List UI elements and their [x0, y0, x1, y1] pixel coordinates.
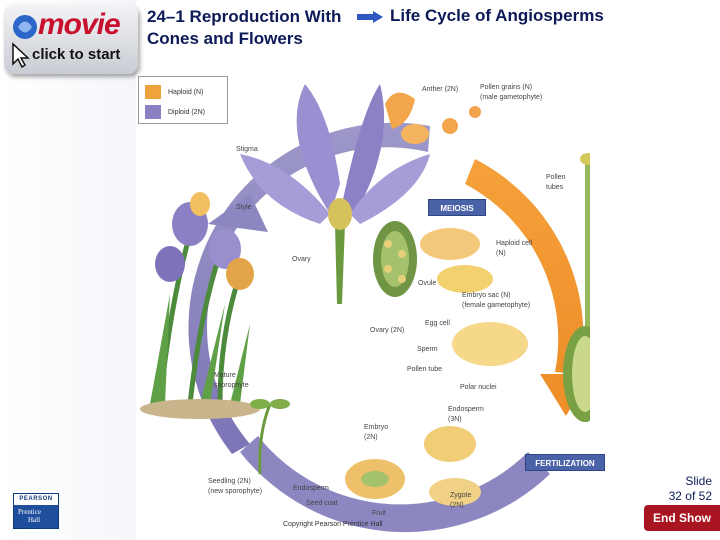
label-egg-cell: Egg cell — [425, 320, 450, 327]
pearson-logo-top: PEARSON — [14, 494, 58, 505]
pearson-logo-bottom: Prentice Hall — [14, 505, 58, 528]
embryo-illustration — [361, 471, 389, 487]
page-title: 24–1 Reproduction With Cones and Flowers — [147, 7, 342, 48]
label-ovary-2n: Ovary (2N) — [370, 327, 405, 334]
copyright-text: Copyright Pearson Prentice Hall — [283, 521, 383, 528]
label-zygote-1: Zygote — [450, 492, 472, 499]
movie-button[interactable]: movie click to start — [4, 4, 138, 74]
end-show-button[interactable]: End Show — [644, 505, 720, 531]
page-subtitle: Life Cycle of Angiosperms — [390, 6, 604, 25]
seedling-illustration — [250, 399, 290, 475]
diploid-bottom-arc — [240, 436, 550, 533]
legend-label: Haploid (N) — [168, 88, 204, 96]
label-pollen-tubes-1: Pollen — [546, 174, 566, 181]
pearson-logo-line2: Hall — [28, 516, 41, 524]
pearson-logo-line1: Prentice — [18, 508, 41, 516]
label-polar-nuclei: Polar nuclei — [460, 384, 497, 391]
slide-counter: Slide 32 of 52 — [650, 474, 712, 504]
arrow-right-icon — [357, 11, 383, 23]
label-stigma: Stigma — [236, 146, 258, 153]
label-embryo-sac-1: Embryo sac (N) — [462, 292, 511, 299]
label-embryo-2: (2N) — [364, 434, 378, 441]
embryo-sac-illustration — [437, 265, 493, 293]
life-cycle-illustration — [140, 84, 607, 533]
endosperm-illustration — [424, 426, 476, 462]
click-to-start-label: click to start — [32, 46, 121, 63]
cursor-arrow-icon — [12, 42, 30, 68]
label-pollen-grains-1: Pollen grains (N) — [480, 84, 533, 91]
mature-sporophyte-plant — [140, 192, 260, 419]
label-zygote-2: (2N) — [450, 502, 464, 509]
legend-item-haploid: Haploid (N) — [145, 85, 203, 99]
ovary-illustration — [373, 221, 417, 297]
diploid-arrowhead — [208, 194, 268, 232]
label-embryo-sac-2: (female gametophyte) — [462, 302, 531, 309]
label-endosperm: Endosperm — [293, 485, 329, 492]
meiosis-banner: MEIOSIS — [428, 199, 486, 216]
legend-item-diploid: Diploid (2N) — [145, 105, 205, 119]
swirl-icon — [13, 15, 37, 39]
fertilization-ovule — [452, 322, 528, 366]
slide-number: 32 of 52 — [668, 489, 712, 503]
legend: Haploid (N) Diploid (2N) — [138, 76, 228, 124]
label-endosperm-3n-1: Endosperm — [448, 406, 484, 413]
label-embryo-1: Embryo — [364, 424, 389, 431]
label-seedling-1: Seedling (2N) — [208, 478, 251, 485]
label-fruit: Fruit — [372, 510, 386, 517]
label-seedling-2: (new sporophyte) — [208, 488, 263, 495]
label-anther: Anther (2N) — [422, 86, 459, 93]
label-sperm: Sperm — [417, 346, 438, 353]
label-mature-1: Mature — [214, 372, 236, 379]
zygote-illustration — [429, 478, 481, 506]
movie-label: movie — [38, 8, 121, 41]
slide-label: Slide — [685, 474, 712, 488]
label-mature-2: sporophyte — [214, 382, 249, 389]
legend-label: Diploid (2N) — [168, 108, 205, 116]
pearson-logo: PEARSON Prentice Hall — [13, 493, 59, 529]
label-haploid-cell-1: Haploid cell — [496, 240, 533, 247]
legend-swatch — [145, 85, 161, 99]
anther-illustration — [385, 92, 481, 144]
label-haploid-cell-2: (N) — [496, 250, 506, 257]
ovule-illustration — [420, 228, 480, 260]
label-pollen-grains-2: (male gametophyte) — [480, 94, 543, 101]
sidebar — [0, 0, 136, 540]
label-style: Style — [236, 204, 252, 211]
legend-swatch — [145, 105, 161, 119]
label-pollen-tube: Pollen tube — [407, 366, 443, 373]
label-ovule: Ovule — [418, 280, 437, 287]
life-cycle-diagram: MEIOSIS FERTILIZATION Stigma Style Ovary… — [130, 74, 607, 534]
label-endosperm-3n-2: (3N) — [448, 416, 462, 423]
iris-flower — [240, 84, 430, 304]
fertilization-banner: FERTILIZATION — [525, 454, 605, 471]
label-ovary: Ovary — [292, 256, 311, 263]
label-pollen-tubes-2: tubes — [546, 184, 564, 191]
label-seed-coat: Seed coat — [306, 500, 338, 507]
